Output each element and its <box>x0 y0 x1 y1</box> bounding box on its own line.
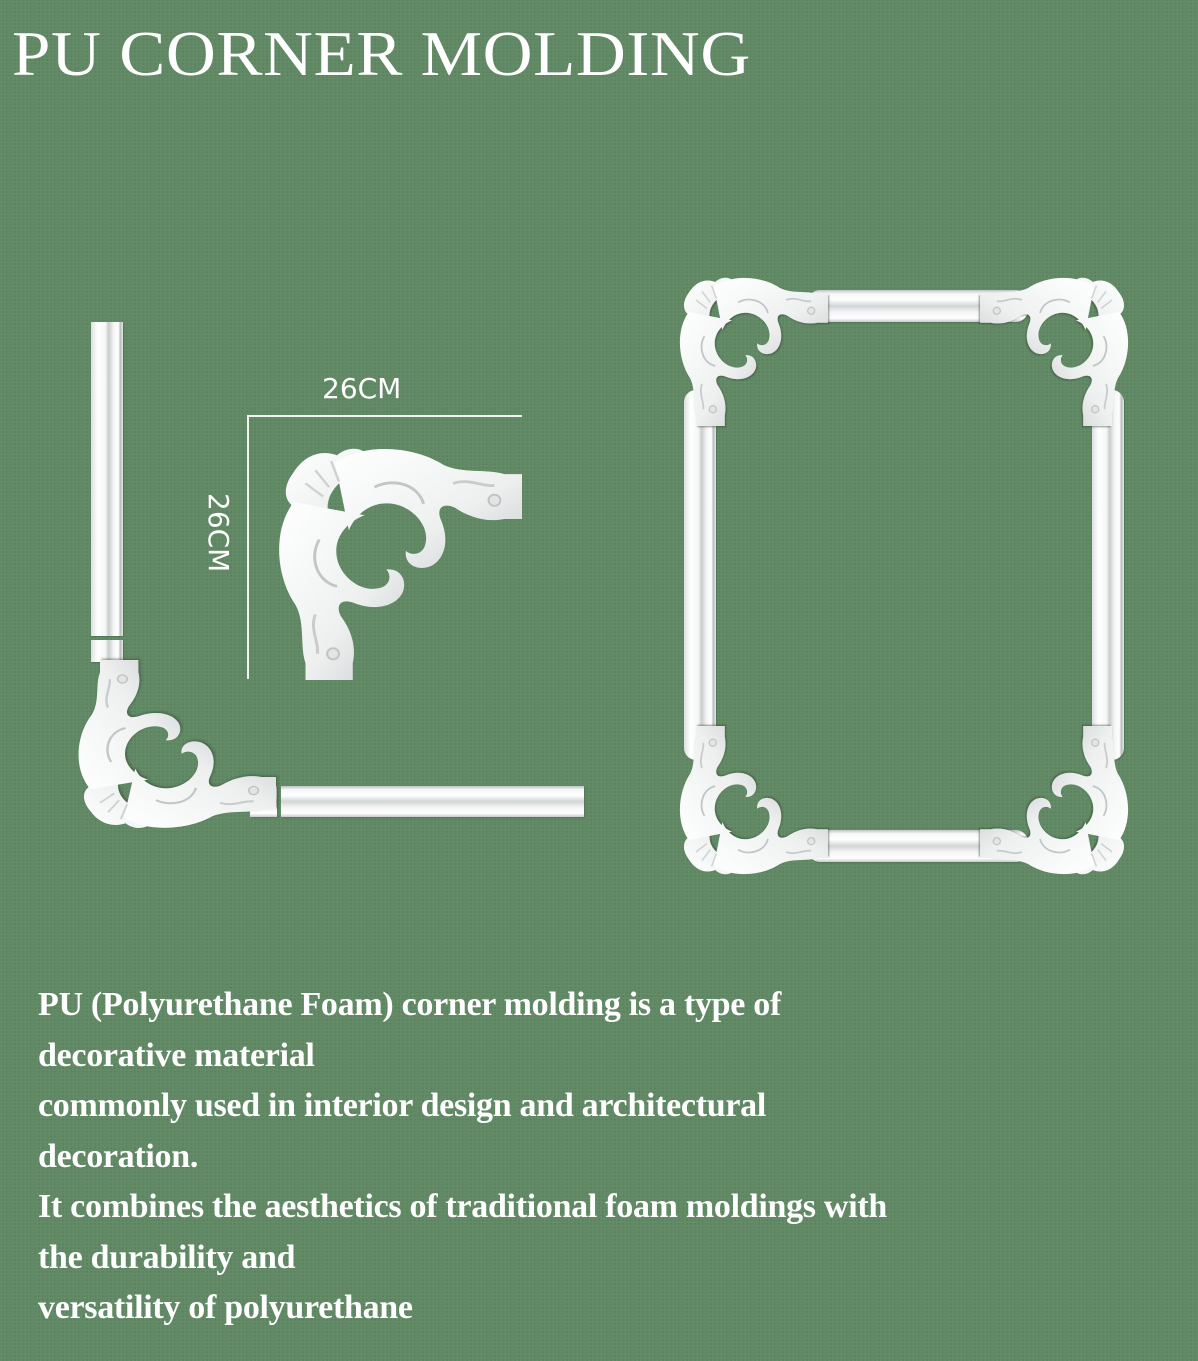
width-dimension-line <box>248 415 522 417</box>
page-title: PU CORNER MOLDING <box>12 18 751 89</box>
vertical-molding-stub <box>91 640 123 662</box>
frame-corner-top-right-icon <box>979 276 1129 427</box>
description: PU (Polyurethane Foam) corner molding is… <box>38 980 1188 1334</box>
frame-corner-bottom-right-icon <box>979 725 1129 876</box>
description-line: It combines the aesthetics of traditiona… <box>38 1188 887 1225</box>
vertical-molding-bar <box>91 322 123 636</box>
frame-corner-top-left-icon <box>679 276 829 427</box>
frame-corner-bottom-left-icon <box>679 725 829 876</box>
description-line: versatility of polyurethane <box>38 1289 413 1326</box>
description-line: PU (Polyurethane Foam) corner molding is… <box>38 986 781 1023</box>
horizontal-molding-bar <box>281 786 584 817</box>
ornamental-corner-icon <box>277 447 524 682</box>
height-dimension-line <box>247 415 249 679</box>
description-line: commonly used in interior design and arc… <box>38 1087 766 1124</box>
description-line: decoration. <box>38 1137 199 1175</box>
description-line: the durability and <box>38 1238 296 1276</box>
description-line: decorative material <box>38 1036 315 1074</box>
frame-right-bar <box>1092 390 1124 760</box>
height-dimension-label: 26CM <box>202 493 235 573</box>
width-dimension-label: 26CM <box>322 372 402 405</box>
ornamental-corner-icon <box>77 658 278 830</box>
frame-left-bar <box>684 390 716 760</box>
